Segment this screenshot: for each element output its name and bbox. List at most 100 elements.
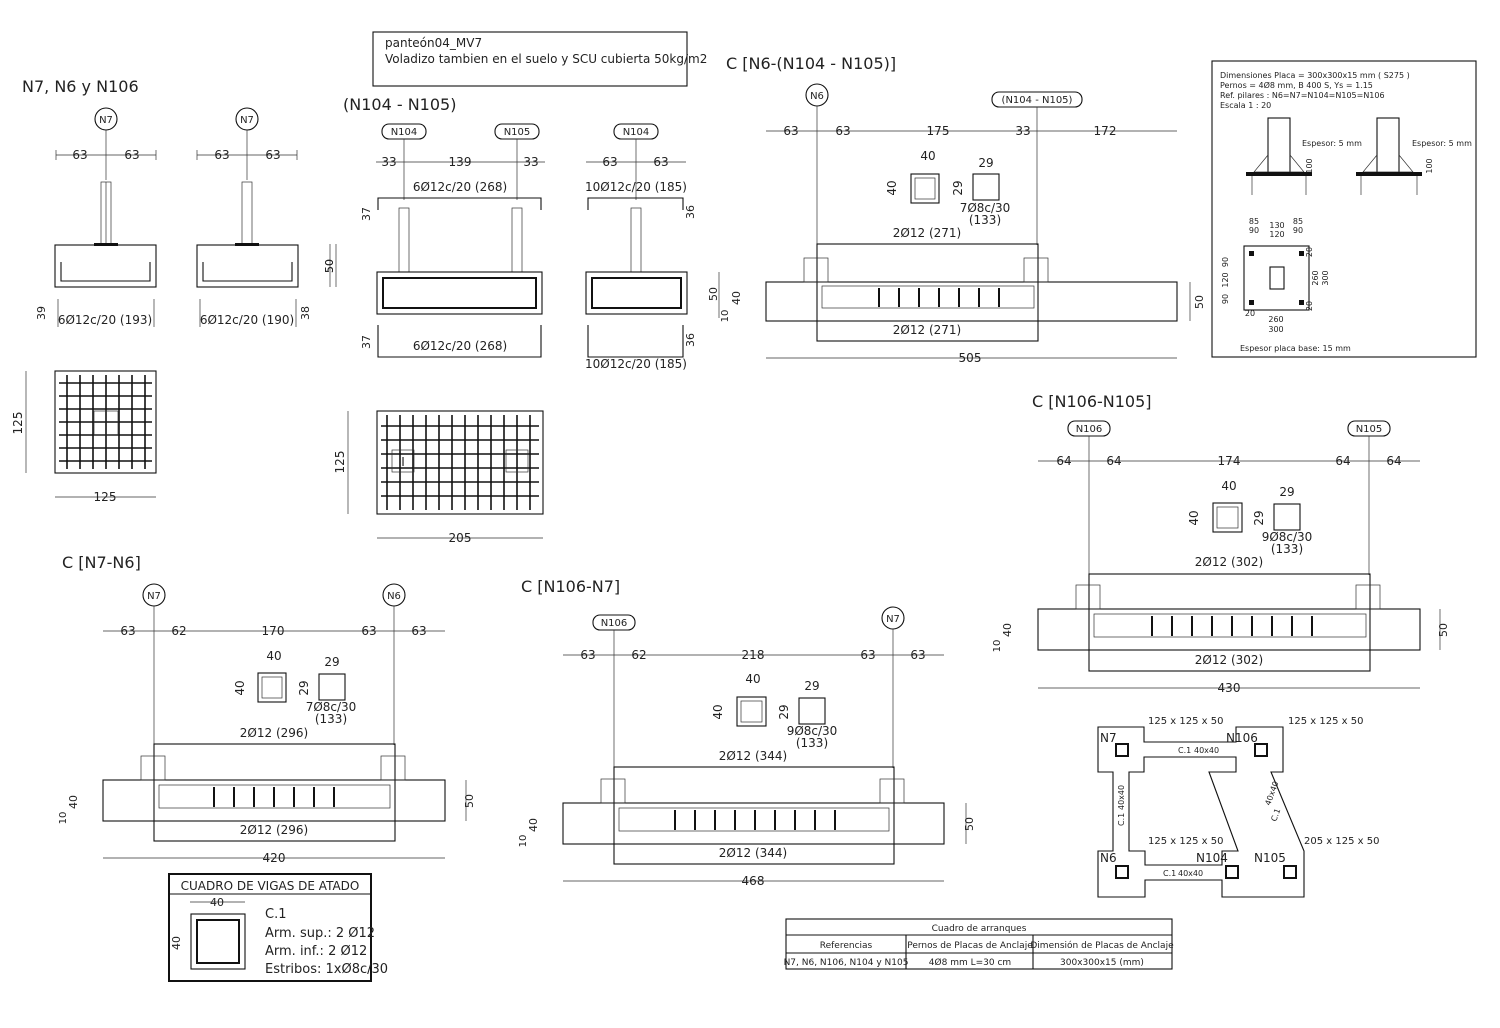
starts-table-title: Cuadro de arranques xyxy=(932,924,1027,934)
dim: 63 xyxy=(910,648,925,662)
dim-total: 420 xyxy=(263,851,286,865)
footing-n7-group: N7, N6 y N106 N7 63 63 39 6Ø12c/20 (193)… xyxy=(11,77,336,504)
dim-total: 430 xyxy=(1218,681,1241,695)
bottom-bar-label: 2Ø12 (344) xyxy=(719,846,787,860)
tie-beam-title: CUADRO DE VIGAS DE ATADO xyxy=(181,879,360,893)
node-label-n106: N106 xyxy=(601,618,628,629)
dim: 40 xyxy=(711,704,725,719)
tie-beam-name: C.1 xyxy=(265,907,286,922)
plan-beam: C.1 xyxy=(1269,807,1282,822)
dim: 40 xyxy=(1001,623,1014,637)
dim: 63 xyxy=(580,648,595,662)
footing-section xyxy=(376,271,543,315)
dim: 170 xyxy=(262,624,285,638)
dim: 90 xyxy=(1221,294,1230,304)
svg-text:I: I xyxy=(515,455,519,469)
thickness-label: Espesor: 5 mm xyxy=(1302,139,1362,148)
plate-detail-frame xyxy=(1211,60,1477,358)
svg-text:I: I xyxy=(401,455,405,469)
top-bar-label: 2Ø12 (296) xyxy=(240,726,308,740)
base-plate-plan xyxy=(1243,245,1310,311)
beam-n106-n7-group: C [N106-N7] N106 N7 63 62 218 63 63 40 4… xyxy=(518,577,976,888)
dim: 174 xyxy=(1218,454,1241,468)
dim: 125 xyxy=(94,490,117,504)
plan-beam: C.1 xyxy=(1117,813,1126,826)
dim: 40 xyxy=(745,672,760,686)
plan-beam: C.1 xyxy=(1163,869,1176,878)
stirrup-label: 7Ø8c/30 xyxy=(306,700,357,714)
beam-n6-title: C [N6-(N104 - N105)] xyxy=(726,54,896,73)
dim: 218 xyxy=(742,648,765,662)
dim: 100 xyxy=(1425,158,1434,173)
starts-table-frame xyxy=(785,918,1173,970)
plan-size: 205 x 125 x 50 xyxy=(1304,836,1379,847)
dim: 29 xyxy=(297,680,311,695)
top-bar-label: 2Ø12 (302) xyxy=(1195,555,1263,569)
tie-beam-frame xyxy=(168,873,372,982)
bottom-bar-label: 2Ø12 (302) xyxy=(1195,653,1263,667)
dim: 50 xyxy=(1437,623,1450,637)
node-label-n104-b: N104 xyxy=(623,127,650,138)
footing-strip xyxy=(102,779,446,822)
bottom-bar-label: 2Ø12 (296) xyxy=(240,823,308,837)
dim: 50 xyxy=(707,287,720,301)
node-label-n7: N7 xyxy=(886,614,900,625)
dim: 29 xyxy=(1279,485,1294,499)
dim: 120 xyxy=(1221,272,1230,287)
dim: 40 xyxy=(1221,479,1236,493)
beam-elevation xyxy=(153,743,396,842)
dim: 62 xyxy=(631,648,646,662)
dim: 125 xyxy=(11,412,25,435)
plan-beam-size: 40x40 xyxy=(1178,869,1203,878)
plan-node-n7: N7 xyxy=(1100,731,1117,745)
node-label-n105: N105 xyxy=(504,127,531,138)
starts-cell: 4Ø8 mm L=30 cm xyxy=(929,957,1011,968)
plate-line: Dimensiones Placa = 300x300x15 mm ( S275… xyxy=(1220,71,1410,80)
tie-beam-stirrups: Estribos: 1xØ8c/30 xyxy=(265,962,388,977)
dim: 62 xyxy=(171,624,186,638)
dim: 33 xyxy=(523,155,538,169)
plan-node-n6: N6 xyxy=(1100,851,1117,865)
tie-beam-inf: Arm. inf.: 2 Ø12 xyxy=(265,944,367,959)
footing-strip xyxy=(1037,608,1421,651)
dim: 90 xyxy=(1249,226,1259,235)
plate-line: Ref. pilares : N6=N7=N104=N105=N106 xyxy=(1220,91,1385,100)
beam-n7-n6-title: C [N7-N6] xyxy=(62,553,141,572)
dim: 90 xyxy=(1293,226,1303,235)
footing-section xyxy=(54,244,157,288)
dim: 64 xyxy=(1056,454,1071,468)
dim: 260 xyxy=(1311,270,1320,285)
plan-size: 125 x 125 x 50 xyxy=(1148,836,1223,847)
plan-size: 125 x 125 x 50 xyxy=(1288,716,1363,727)
dim: 125 xyxy=(333,451,347,474)
dim: 63 xyxy=(72,148,87,162)
dim: 64 xyxy=(1386,454,1401,468)
dim: 10 xyxy=(720,310,731,323)
dim: 63 xyxy=(653,155,668,169)
note-line-1: panteón04_MV7 xyxy=(385,36,482,50)
dim: 63 xyxy=(120,624,135,638)
node-label-n105: N105 xyxy=(1356,424,1383,435)
starts-header: Referencias xyxy=(820,941,873,951)
beam-elevation xyxy=(816,243,1039,342)
node-label-n106: N106 xyxy=(1076,424,1103,435)
node-label-n7-b: N7 xyxy=(240,115,254,126)
top-bar-label: 2Ø12 (344) xyxy=(719,749,787,763)
stirrup-label: 9Ø8c/30 xyxy=(1262,530,1313,544)
dim: 175 xyxy=(927,124,950,138)
stirrup-length: (133) xyxy=(315,712,347,726)
dim: 37 xyxy=(360,207,373,221)
node-label-n7: N7 xyxy=(147,591,161,602)
stirrup-length: (133) xyxy=(969,213,1001,227)
bar-label: 6Ø12c/20 (190) xyxy=(200,313,294,327)
dim: 100 xyxy=(1305,158,1314,173)
node-label-n104: N104 xyxy=(391,127,418,138)
dim: 29 xyxy=(951,180,965,195)
starts-cell: 300x300x15 (mm) xyxy=(1060,958,1144,968)
dim: 50 xyxy=(963,817,976,831)
beam-elevation xyxy=(1088,573,1371,672)
project-note: panteón04_MV7 Voladizo tambien en el sue… xyxy=(372,31,707,87)
plan-outline xyxy=(1097,726,1305,898)
footing-strip xyxy=(765,281,1178,322)
